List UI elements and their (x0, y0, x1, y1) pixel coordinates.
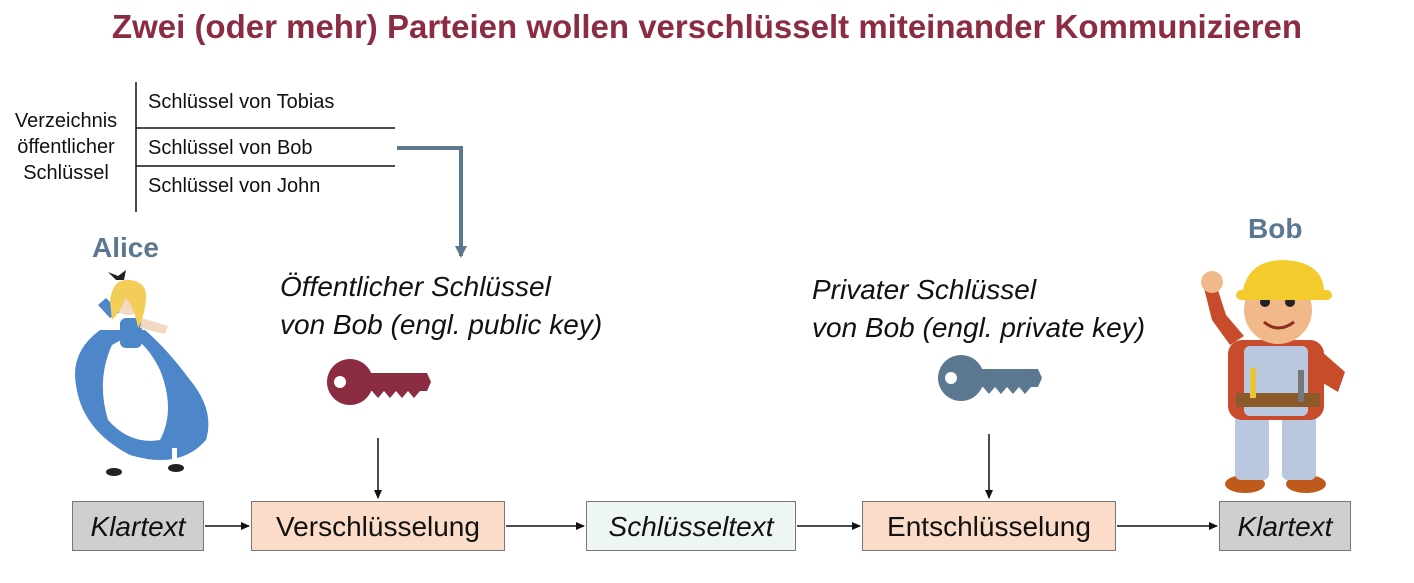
page-title: Zwei (oder mehr) Parteien wollen verschl… (111, 8, 1303, 45)
directory-label-line: Schlüssel (23, 162, 109, 184)
bob-illustration (1201, 260, 1345, 493)
alice-name: Alice (92, 232, 159, 263)
directory-entry-bob: Schlüssel von Bob (148, 137, 313, 159)
ciphertext-box: Schlüsseltext (586, 501, 796, 551)
private-key-label-line: Privater Schlüssel (812, 274, 1037, 305)
directory-entry-tobias: Schlüssel von Tobias (148, 91, 335, 113)
public-key-label-line: von Bob (engl. public key) (280, 309, 603, 340)
alice-illustration (75, 270, 209, 476)
directory-label: Verzeichnis öffentlicher Schlüssel (4, 108, 128, 186)
private-key-icon (938, 355, 1042, 401)
public-key-label: Öffentlicher Schlüssel von Bob (engl. pu… (280, 268, 602, 344)
bob-name: Bob (1248, 213, 1303, 244)
public-key-icon (327, 359, 431, 405)
directory-label-line: Verzeichnis (14, 110, 118, 132)
plaintext-box-left: Klartext (72, 501, 204, 551)
private-key-label-line: von Bob (engl. private key) (812, 312, 1146, 343)
encryption-box: Verschlüsselung (251, 501, 505, 551)
key-lookup-arrow (397, 146, 467, 258)
public-key-label-line: Öffentlicher Schlüssel (280, 271, 551, 302)
plaintext-box-right: Klartext (1219, 501, 1351, 551)
directory-table-lines (135, 82, 395, 212)
directory-label-line: öffentlicher (17, 136, 115, 158)
private-key-label: Privater Schlüssel von Bob (engl. privat… (812, 271, 1145, 347)
directory-entry-john: Schlüssel von John (148, 175, 321, 197)
decryption-box: Entschlüsselung (862, 501, 1116, 551)
